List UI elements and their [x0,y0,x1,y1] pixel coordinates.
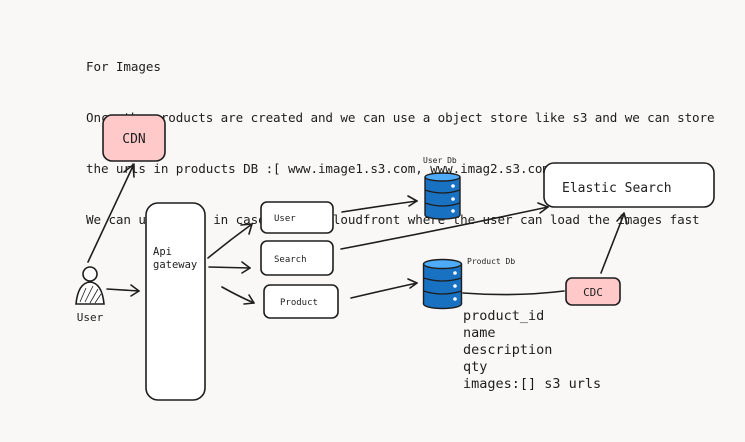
schema-field: qty [463,359,488,375]
elastic-search-label: Elastic Search [562,181,672,196]
search-service-label: Search [274,255,307,265]
user-db-label: User Db [423,156,457,165]
search-service-node[interactable]: Search [260,240,334,276]
arrow-user-service-to-user-db [341,195,418,213]
arrow-search-to-elastic [340,202,549,250]
user-db-icon[interactable] [424,172,461,220]
cdc-node[interactable]: CDC [565,277,621,306]
arrow-user-to-cdn [87,164,135,263]
product-service-node[interactable]: Product [263,284,339,319]
product-db-icon[interactable] [422,258,463,310]
arrow-gateway-to-product-service [221,286,255,305]
user-service-label: User [274,214,296,224]
arrow-user-to-gateway [106,284,140,297]
user-actor-label: User [77,311,104,324]
elastic-search-node[interactable]: Elastic Search [543,162,715,208]
user-service-node[interactable]: User [260,201,334,234]
product-schema: product_id name description qty images:[… [463,308,601,393]
cdn-node[interactable]: CDN [102,114,166,162]
user-actor-icon[interactable] [75,266,105,305]
arrow-gateway-to-search-service [208,261,251,274]
arrow-product-service-to-product-db [350,278,418,299]
schema-field: name [463,325,496,341]
api-gateway-label-2: gateway [153,259,197,271]
schema-field: images:[] s3 urls [463,376,602,392]
arrow-gateway-to-user-service [207,223,253,259]
api-gateway-node[interactable]: Api gateway [145,202,206,401]
product-service-label: Product [280,298,318,308]
notes-line-1: For Images [86,59,161,74]
arrow-cdc-to-elastic [600,212,628,274]
notes-line-3: the urls in products DB :[ www.image1.s3… [86,161,558,176]
schema-field: description [463,342,553,358]
line-product-db-to-cdc [462,290,565,296]
api-gateway-label-1: Api [153,246,172,258]
cdc-label: CDC [583,286,603,299]
cdn-label: CDN [122,132,145,147]
schema-field: product_id [463,308,545,324]
product-db-label: Product Db [467,257,515,266]
